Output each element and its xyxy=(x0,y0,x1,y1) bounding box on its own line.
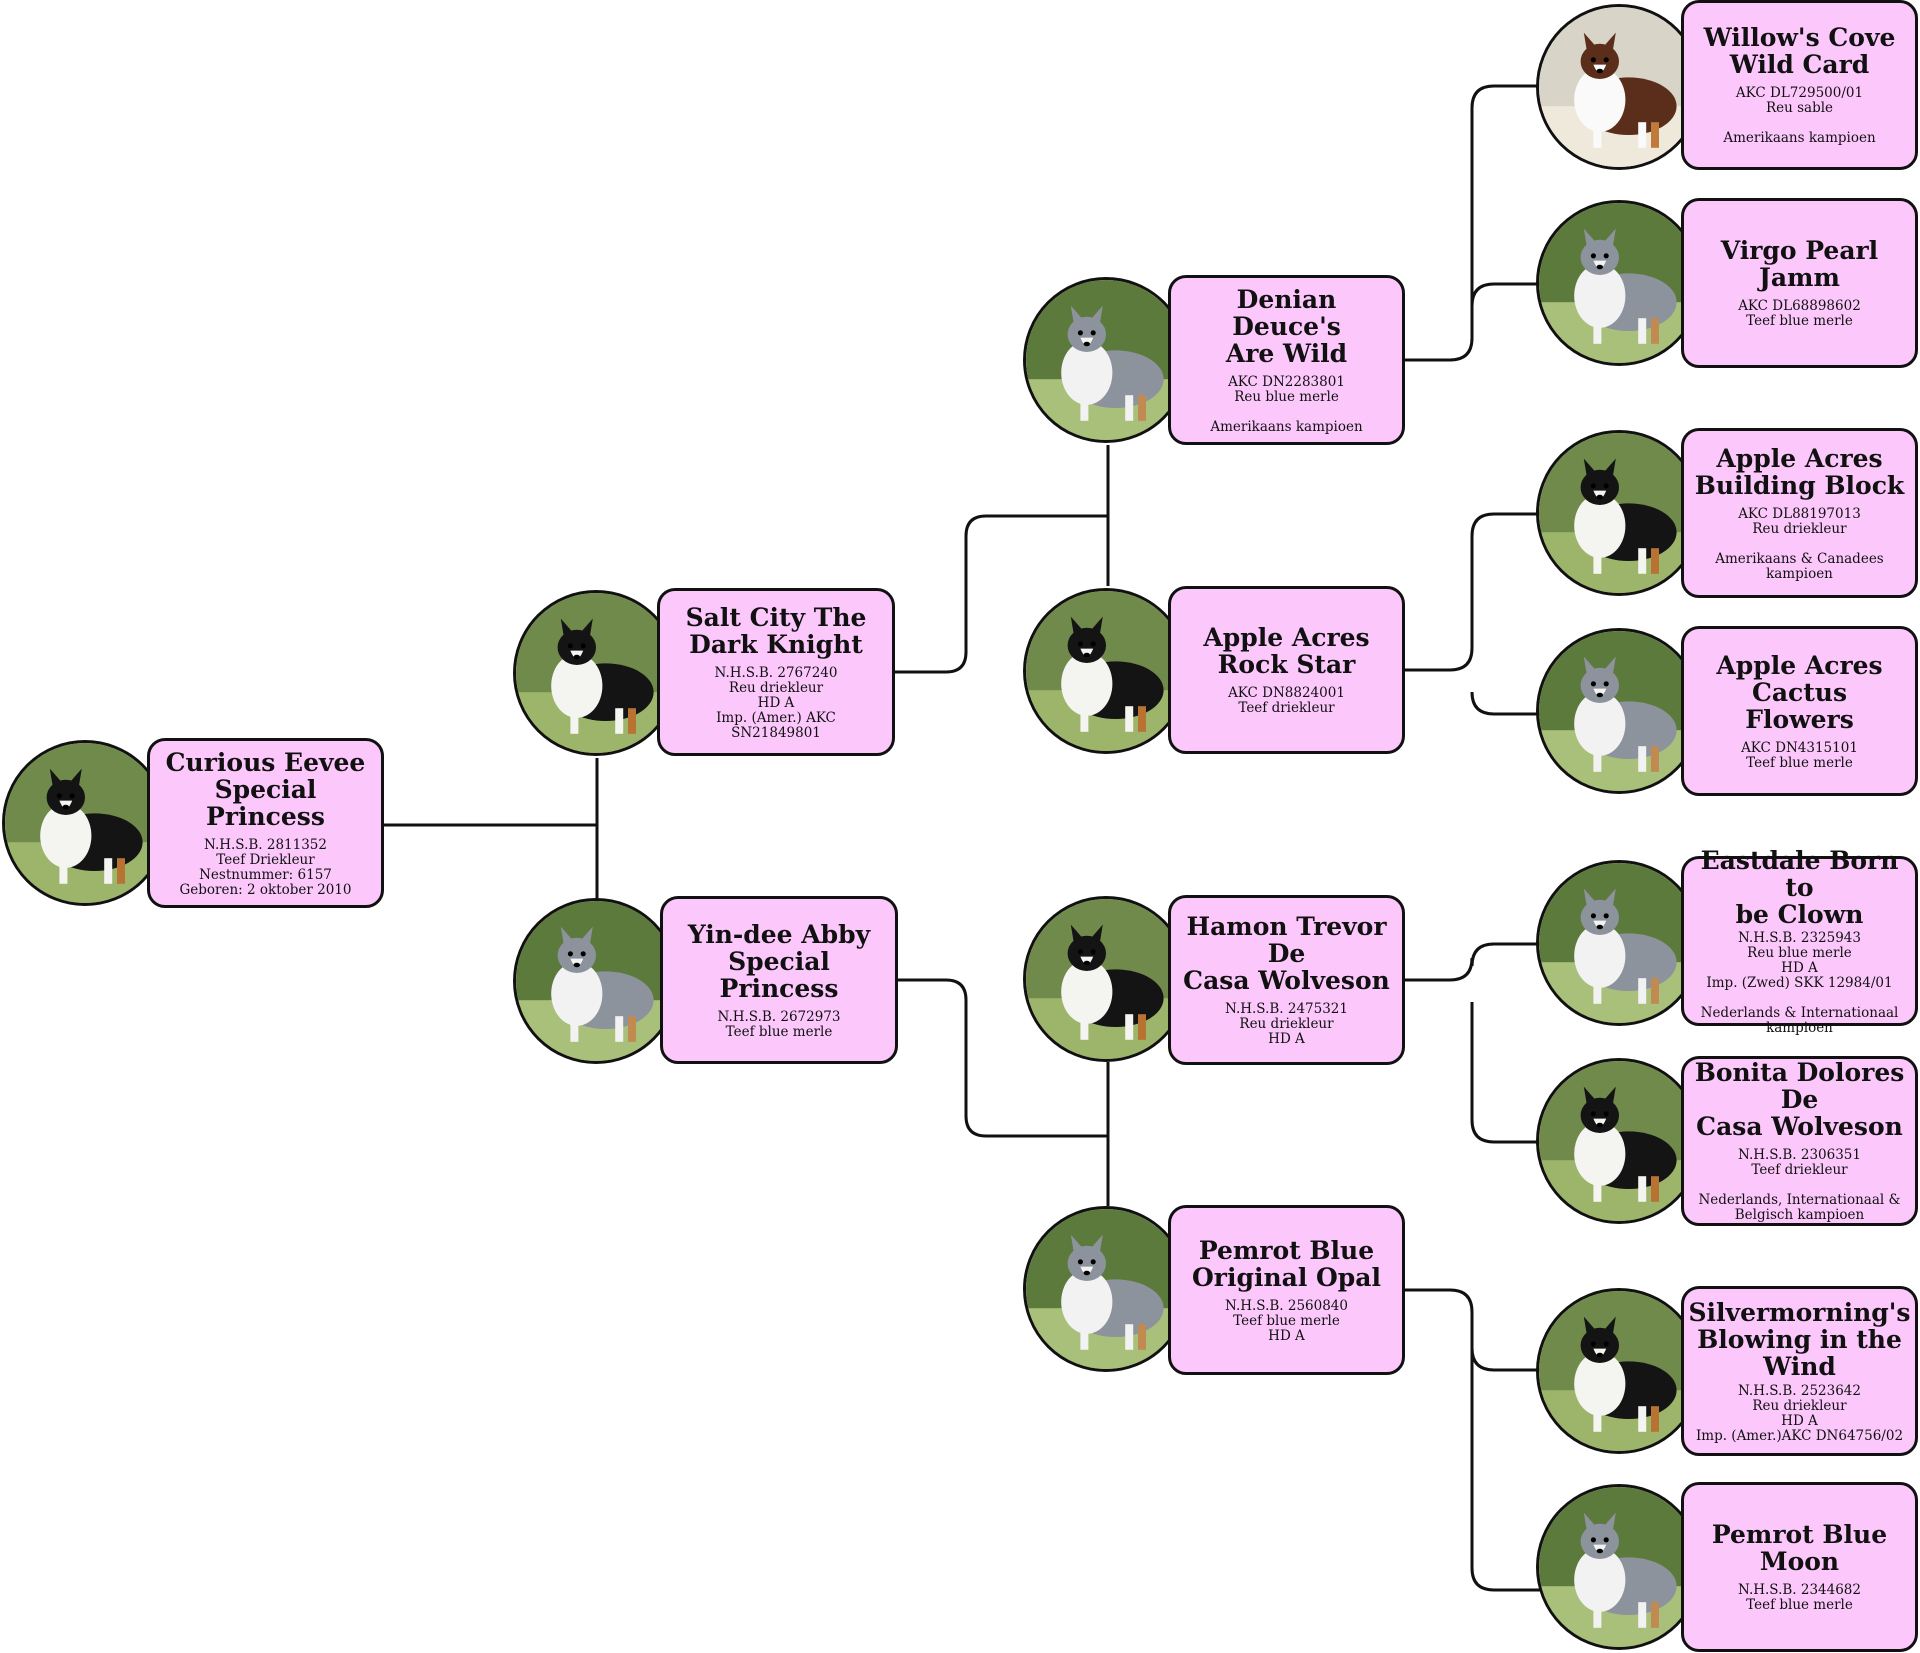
dog-photo-dsd xyxy=(1536,1058,1702,1224)
connector-ds xyxy=(1405,942,1540,1144)
dog-portrait-icon xyxy=(1026,591,1186,751)
connector-dam xyxy=(898,978,1110,1206)
connector-root xyxy=(383,758,599,925)
dog-photo-sd xyxy=(1023,588,1189,754)
dog-photo-ds xyxy=(1023,896,1189,1062)
connector-sire xyxy=(895,445,1110,674)
dog-portrait-icon xyxy=(1539,863,1699,1023)
dog-photo-sss xyxy=(1536,4,1702,170)
dog-portrait-icon xyxy=(516,901,676,1061)
connector-dd xyxy=(1405,1288,1540,1592)
dog-portrait-icon xyxy=(1539,1061,1699,1221)
dog-portrait-icon xyxy=(1026,280,1186,440)
dog-portrait-icon xyxy=(1539,433,1699,593)
dog-photo-dss xyxy=(1536,860,1702,1026)
dog-photo-dds xyxy=(1536,1288,1702,1454)
dog-portrait-icon xyxy=(1539,1487,1699,1647)
dog-portrait-icon xyxy=(1539,7,1699,167)
connector-sd xyxy=(1405,512,1540,716)
dog-photo-ssd xyxy=(1536,200,1702,366)
dog-photo-root xyxy=(2,740,168,906)
dog-photo-ddd xyxy=(1536,1484,1702,1650)
dog-portrait-icon xyxy=(1539,203,1699,363)
dog-portrait-icon xyxy=(1026,899,1186,1059)
dog-photo-dd xyxy=(1023,1206,1189,1372)
dog-photo-dam xyxy=(513,898,679,1064)
dog-portrait-icon xyxy=(1539,1291,1699,1451)
connector-ss xyxy=(1405,84,1540,362)
dog-photo-sdd xyxy=(1536,628,1702,794)
dog-photo-ss xyxy=(1023,277,1189,443)
dog-portrait-icon xyxy=(1539,631,1699,791)
dog-portrait-icon xyxy=(1026,1209,1186,1369)
dog-photo-sire xyxy=(513,590,679,756)
dog-portrait-icon xyxy=(5,743,165,903)
dog-photo-sds xyxy=(1536,430,1702,596)
dog-portrait-icon xyxy=(516,593,676,753)
